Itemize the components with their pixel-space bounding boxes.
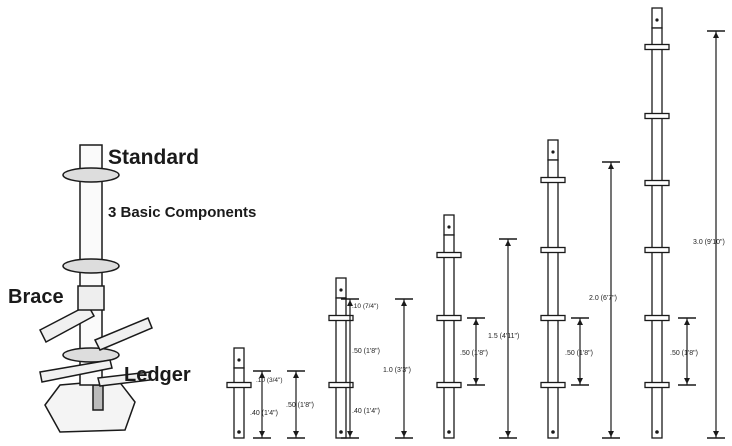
brace-label: Brace — [8, 286, 64, 308]
standard-1-pin — [237, 358, 241, 362]
standards-group: .10 (3/4") .40 (1'4") .50 (1'8") .10 (7/4")… — [226, 7, 725, 439]
ledger-label: Ledger — [124, 364, 191, 386]
dim-1a-arrow-down — [259, 431, 265, 437]
standard-4-rosette-0 — [540, 176, 566, 184]
dim-2-small-arrow-down — [347, 431, 353, 437]
dim-1a-label: .40 (1'4") — [250, 410, 278, 417]
standard-3-spigot — [443, 214, 455, 236]
standard-5-rosette-1 — [644, 112, 670, 120]
dim-5-total-arrow-down — [713, 431, 719, 437]
rosette-low — [62, 347, 120, 363]
standard-5-spigot — [651, 7, 663, 29]
dim-2-total-label: 1.0 (3'3") — [383, 367, 411, 374]
dim-4a-label: .50 (1'8") — [565, 350, 593, 357]
standard-2-spigot — [335, 277, 347, 299]
standard-4-rosette-1 — [540, 246, 566, 254]
standard-1-base-hole — [237, 430, 241, 434]
dim-2-small-arrow-up — [347, 300, 353, 306]
dim-2b-label: .40 (1'4") — [352, 408, 380, 415]
dim-5a-label: .50 (1'8") — [670, 350, 698, 357]
dim-1-small-label: .10 (3/4") — [256, 377, 283, 384]
standard-5-rosette-0 — [644, 43, 670, 51]
dim-3-total-label: 1.5 (4'11") — [488, 333, 519, 340]
dim-3-total-arrow-up — [505, 240, 511, 246]
standard-5-rosette-5 — [644, 381, 670, 389]
standard-2-rosette-1 — [328, 381, 354, 389]
rosette-mid — [62, 258, 120, 274]
dim-3-total-arrow-down — [505, 431, 511, 437]
dim-4a-arrow-down — [577, 378, 583, 384]
standard-5-rosette-3 — [644, 246, 670, 254]
dim-5-total-arrow-up — [713, 32, 719, 38]
standard-2-pin — [339, 288, 343, 292]
dim-3a-arrow-up — [473, 319, 479, 325]
standard-3-rosette-0 — [436, 251, 462, 259]
components-label: 3 Basic Components — [108, 204, 257, 221]
dim-1a-arrow-up — [259, 372, 265, 378]
rosette-top — [62, 167, 120, 183]
dim-1b-arrow-down — [293, 431, 299, 437]
standard-1-spigot — [233, 347, 245, 369]
standard-5-pin — [655, 18, 659, 22]
dim-3a-label: .50 (1'8") — [460, 350, 488, 357]
dim-1b-label: .50 (1'8") — [286, 402, 314, 409]
standard-4-base-hole — [551, 430, 555, 434]
standard-3-rosette-2 — [436, 381, 462, 389]
standard-5-tube — [651, 27, 663, 439]
screw-jack — [92, 384, 104, 411]
brace-bar-2 — [93, 317, 153, 351]
base-plate — [44, 379, 136, 433]
dim-5a-arrow-up — [684, 319, 690, 325]
standard-4-rosette-3 — [540, 381, 566, 389]
standard-2-rosette-0 — [328, 314, 354, 322]
ledger-bar — [39, 359, 113, 383]
standard-3-rosette-1 — [436, 314, 462, 322]
collar — [77, 285, 105, 311]
dim-2a-label: .50 (1'8") — [352, 348, 380, 355]
standard-label: Standard — [108, 146, 200, 169]
dim-2-top-label: .10 (7/4") — [352, 303, 379, 310]
ledger-bar-2 — [97, 371, 151, 387]
standard-3-pin — [447, 225, 451, 229]
brace-bar — [38, 303, 96, 344]
standard-5-rosette-4 — [644, 314, 670, 322]
standard-4-pin — [551, 150, 555, 154]
standard-5-rosette-2 — [644, 179, 670, 187]
dim-2-total-arrow-down — [401, 431, 407, 437]
dim-1b-arrow-up — [293, 372, 299, 378]
standard-3-tube — [443, 234, 455, 439]
standard-5-base-hole — [655, 430, 659, 434]
standard-4-spigot — [547, 139, 559, 161]
standard-3-base-hole — [447, 430, 451, 434]
dim-3a-arrow-down — [473, 378, 479, 384]
standard-1-rosette-0 — [226, 381, 252, 389]
standard-2-base-hole — [339, 430, 343, 434]
standard-4-tube — [547, 159, 559, 439]
standard-4-rosette-2 — [540, 314, 566, 322]
dim-5-total-label: 3.0 (9'10") — [693, 239, 725, 246]
dim-2-total-arrow-up — [401, 300, 407, 306]
dim-4-total-arrow-up — [608, 163, 614, 169]
dim-5a-arrow-down — [684, 378, 690, 384]
dim-4-total-label: 2.0 (6'7") — [589, 295, 617, 302]
dim-4a-arrow-up — [577, 319, 583, 325]
dim-4-total-arrow-down — [608, 431, 614, 437]
standard-1-tube — [233, 367, 245, 439]
component-assembly-illustration — [38, 144, 153, 433]
